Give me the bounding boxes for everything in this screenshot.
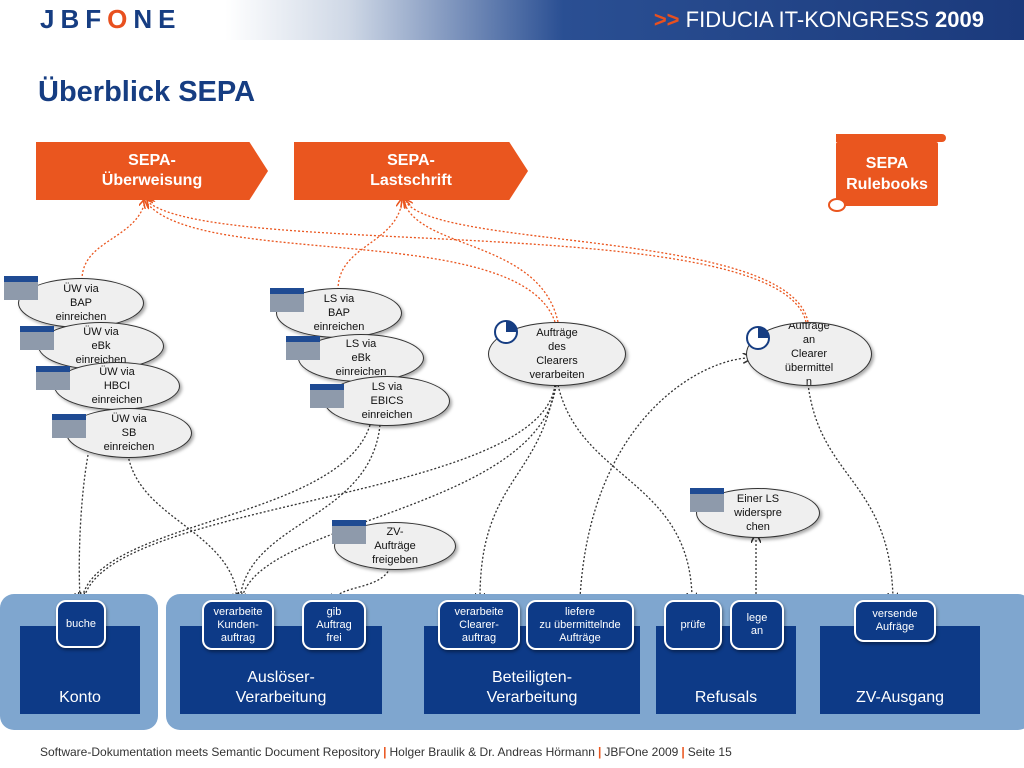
footer: Software-Dokumentation meets Semantic Do… bbox=[40, 745, 732, 759]
edge-uw-sb-to-ausloeser bbox=[127, 454, 238, 598]
edge-clearer-to-ausloeser bbox=[242, 384, 557, 598]
task-tag-icon bbox=[52, 414, 86, 438]
edge-ls-ebics-to-konto bbox=[82, 424, 371, 598]
edge-clearer-to-ueberweisung bbox=[146, 202, 556, 323]
edge-liefere-to-uebermitteln bbox=[579, 358, 748, 599]
jbfone-logo: JBFONE bbox=[40, 4, 182, 34]
task-tag-icon bbox=[690, 488, 724, 512]
task-tag-icon bbox=[270, 288, 304, 312]
edge-ls-bap-to-lastschrift bbox=[337, 202, 402, 291]
action-verarbeite-kundenauftrag: verarbeite Kunden- auftrag bbox=[202, 600, 274, 650]
action-gib-auftrag-frei: gib Auftrag frei bbox=[302, 600, 366, 650]
task-uw-hbci: ÜW via HBCI einreichen bbox=[54, 362, 180, 410]
rulebooks-scroll-top bbox=[836, 134, 946, 142]
footer-separator: | bbox=[383, 745, 387, 759]
footer-separator: | bbox=[681, 745, 685, 759]
pie-event-icon bbox=[494, 320, 518, 344]
action-verarbeite-clearerauftrag: verarbeite Clearer- auftrag bbox=[438, 600, 520, 650]
rulebooks-scroll-curl bbox=[828, 198, 846, 212]
edge-uebermitteln-to-ueberweisung bbox=[148, 202, 807, 323]
sepa-rulebooks-scroll: SEPA Rulebooks bbox=[836, 142, 938, 206]
edge-uebermitteln-to-zv-ausgang bbox=[807, 383, 893, 598]
task-uw-sb: ÜW via SB einreichen bbox=[66, 408, 192, 458]
action-pruefe: prüfe bbox=[664, 600, 722, 650]
footer-event: JBFOne 2009 bbox=[604, 745, 679, 759]
task-uw-bap: ÜW via BAP einreichen bbox=[18, 278, 144, 328]
action-lege-an: lege an bbox=[730, 600, 784, 650]
edge-uw-bap-to-ueberweisung bbox=[81, 202, 145, 281]
task-tag-icon bbox=[36, 366, 70, 390]
footer-page-number: Seite 15 bbox=[687, 745, 732, 759]
task-tag-icon bbox=[286, 336, 320, 360]
action-buche: buche bbox=[56, 600, 106, 648]
footer-title: Software-Dokumentation meets Semantic Do… bbox=[40, 745, 381, 759]
pie-event-icon bbox=[746, 326, 770, 350]
task-tag-icon bbox=[20, 326, 54, 350]
footer-authors: Holger Braulik & Dr. Andreas Hörmann bbox=[389, 745, 595, 759]
edge-clearer-to-beteiligten bbox=[480, 384, 556, 598]
sepa-ueberweisung-arrow: SEPA- Überweisung bbox=[36, 142, 268, 200]
action-versende-auftraege: versende Aufräge bbox=[854, 600, 936, 642]
edge-clearer-to-lastschrift bbox=[404, 202, 559, 323]
action-liefere-auftraege: liefere zu übermittelnde Aufträge bbox=[526, 600, 634, 650]
task-ls-ebics: LS via EBICS einreichen bbox=[324, 376, 450, 426]
edge-uebermitteln-to-lastschrift bbox=[406, 202, 809, 323]
task-tag-icon bbox=[4, 276, 38, 300]
page-title: Überblick SEPA bbox=[38, 76, 256, 108]
footer-separator: | bbox=[597, 745, 602, 759]
edge-ls-ebics-to-ausloeser bbox=[240, 424, 381, 598]
kongress-title: >> FIDUCIA IT-KONGRESS 2009 bbox=[653, 7, 984, 32]
edge-clearer-to-refusals bbox=[557, 384, 692, 598]
sepa-lastschrift-arrow: SEPA- Lastschrift bbox=[294, 142, 528, 200]
task-tag-icon bbox=[310, 384, 344, 408]
header-bar bbox=[0, 0, 1024, 40]
edge-uw-sb-to-konto bbox=[79, 454, 89, 598]
task-tag-icon bbox=[332, 520, 366, 544]
edge-clearer-to-konto bbox=[84, 384, 556, 598]
